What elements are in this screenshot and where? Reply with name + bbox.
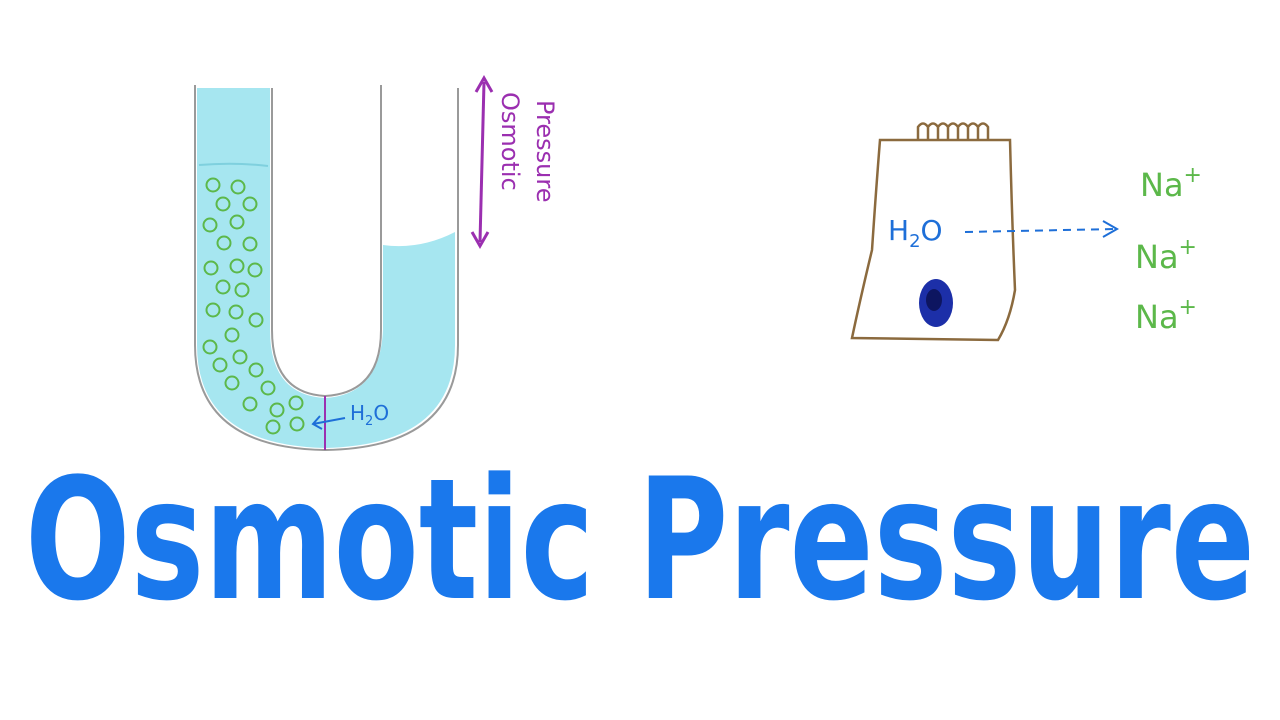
cell-h2o-label: H2O [888, 214, 943, 252]
sodium-ions: Na+ Na+ Na+ [1135, 163, 1202, 336]
ion-1-charge: + [1184, 163, 1202, 188]
ion-1-label: Na [1140, 166, 1184, 204]
ion-2: Na+ [1135, 235, 1197, 276]
cell: H2O Na+ Na+ Na+ [850, 122, 1202, 342]
u-tube-o-text: O [373, 401, 389, 425]
ion-2-label: Na [1135, 238, 1179, 276]
page-title: Osmotic Pressure [25, 442, 1255, 638]
microvilli [916, 122, 990, 140]
solute-particles [202, 177, 305, 435]
u-tube-water [197, 88, 455, 448]
cell-outline [850, 138, 1017, 342]
pressure-label-line2: Pressure [531, 100, 559, 202]
ion-2-charge: + [1179, 235, 1197, 260]
u-tube-h-text: H [350, 401, 365, 425]
u-tube-h2o-label: H2O [350, 401, 389, 429]
pressure-double-arrow [470, 74, 494, 250]
nucleolus [926, 289, 942, 311]
ion-3-charge: + [1179, 295, 1197, 320]
cell-2-text: 2 [909, 231, 920, 252]
cell-o-text: O [921, 214, 943, 247]
u-tube-inner [271, 85, 382, 398]
pressure-label-line1: Osmotic [496, 92, 524, 191]
u-tube: H2O Osmotic Pressure [194, 74, 559, 452]
cell-h2o-arrow [964, 220, 1120, 238]
u-tube-2-text: 2 [365, 414, 373, 429]
u-tube-h2o-arrow [311, 415, 346, 430]
cell-h-text: H [888, 214, 909, 247]
ion-1: Na+ [1140, 163, 1202, 204]
left-meniscus [198, 162, 269, 167]
ion-3-label: Na [1135, 298, 1179, 336]
ion-3: Na+ [1135, 295, 1197, 336]
